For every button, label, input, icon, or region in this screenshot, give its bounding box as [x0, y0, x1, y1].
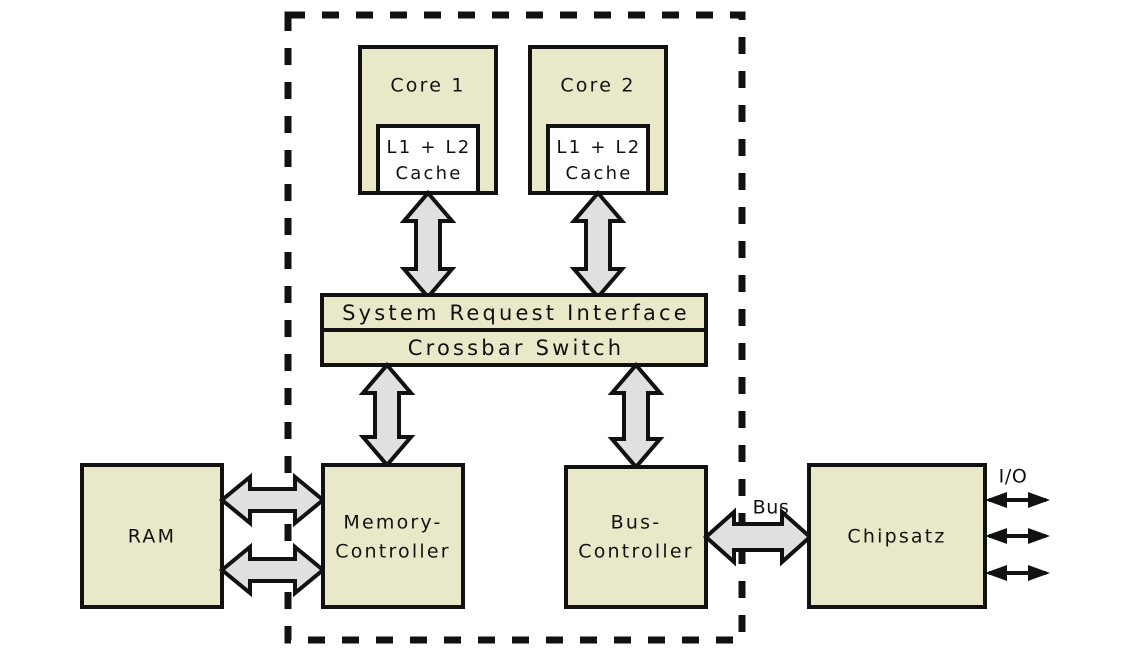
- memory-controller-label-line2: Controller: [335, 541, 450, 563]
- bus-controller-label-line1: Bus-: [611, 512, 662, 534]
- core2-cache-label-line2: Cache: [566, 163, 633, 184]
- bus-label: Bus: [753, 497, 790, 519]
- crossbar-box: [320, 328, 708, 367]
- block-crossbar-switch[interactable]: Crossbar Switch: [320, 328, 708, 367]
- arrow-crossbar-to-bus-controller: [607, 361, 665, 471]
- chipset-io-arrow-2: [985, 528, 1050, 544]
- ram-label: RAM: [128, 526, 176, 548]
- block-ram[interactable]: RAM: [80, 463, 224, 609]
- block-chipset[interactable]: Chipsatz: [807, 463, 987, 609]
- bus-controller-box: [564, 465, 708, 609]
- block-memory-controller[interactable]: Memory- Controller: [321, 463, 465, 609]
- core1-cache-label-line2: Cache: [396, 163, 463, 184]
- arrow-ram-to-memory-controller-upper: [218, 472, 327, 528]
- memory-controller-box: [321, 463, 465, 609]
- block-core1[interactable]: Core 1 L1 + L2 Cache: [358, 45, 498, 195]
- block-bus-controller[interactable]: Bus- Controller: [564, 465, 708, 609]
- ram-box: [80, 463, 224, 609]
- core1-cache-box: [376, 124, 480, 195]
- arrow-core1-to-sri: [399, 189, 457, 301]
- block-system-request-interface[interactable]: System Request Interface: [320, 293, 708, 332]
- memory-controller-label-line1: Memory-: [343, 512, 442, 534]
- crossbar-label: Crossbar Switch: [408, 336, 625, 360]
- core1-label: Core 1: [390, 75, 465, 97]
- die-boundary-dashed-rect: [284, 11, 746, 644]
- chipset-io-arrow-1: [985, 492, 1050, 508]
- core2-cache-box: [546, 124, 650, 195]
- sri-box: [320, 293, 708, 332]
- core2-label: Core 2: [560, 75, 635, 97]
- core2-cache-label-line1: L1 + L2: [557, 137, 642, 158]
- arrow-core2-to-sri: [569, 189, 627, 301]
- arrow-ram-to-memory-controller-lower: [218, 542, 327, 598]
- arrow-bus-controller-to-chipset: [702, 507, 814, 567]
- sri-label: System Request Interface: [342, 301, 690, 325]
- arrow-crossbar-to-memory-controller: [358, 361, 416, 469]
- core1-cache-label-line1: L1 + L2: [387, 137, 472, 158]
- chipset-io-arrow-3: [985, 565, 1050, 581]
- chipset-box: [807, 463, 987, 609]
- block-core2[interactable]: Core 2 L1 + L2 Cache: [528, 45, 668, 195]
- chipset-label: Chipsatz: [847, 526, 946, 548]
- io-label: I/O: [999, 466, 1028, 488]
- bus-controller-label-line2: Controller: [578, 541, 693, 563]
